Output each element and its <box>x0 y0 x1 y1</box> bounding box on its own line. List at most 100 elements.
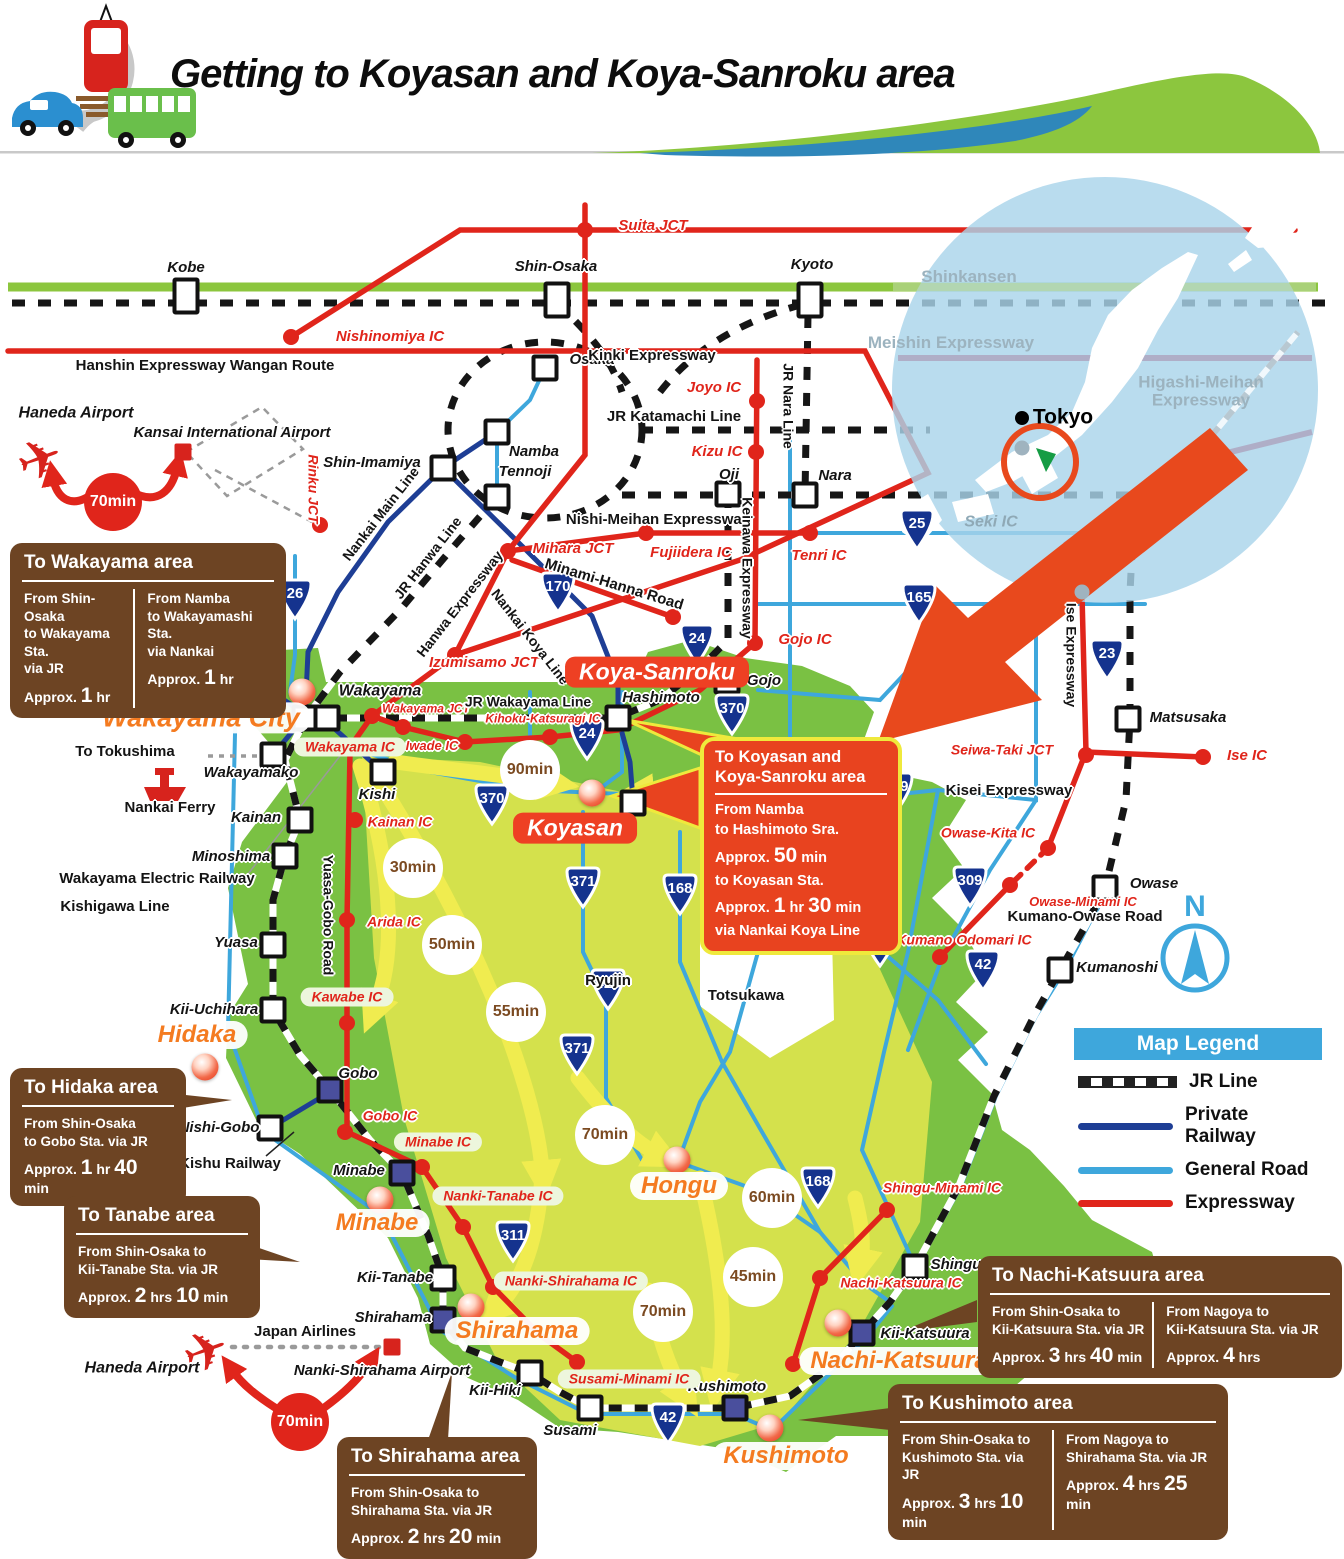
station-square-wakayamako <box>259 741 287 769</box>
interchange-dot <box>749 393 765 409</box>
destination-spot-marker <box>756 1414 784 1442</box>
station-square-shingu <box>901 1253 929 1281</box>
inset-gray-dot <box>1014 440 1030 456</box>
route-shield-icon <box>965 949 1001 993</box>
interchange-dot <box>447 647 463 663</box>
label-keinawa-expressway: Keinawa Expressway <box>739 497 756 639</box>
route-shield-370: 370 <box>712 693 752 737</box>
label-wakayama-ic: Wakayama IC <box>293 737 407 757</box>
interchange-dot <box>337 1124 353 1140</box>
route-shield-371: 371 <box>563 866 603 910</box>
time-bubble-30min: 30min <box>383 838 443 898</box>
station-label-kii-tanabe: Kii-Tanabe <box>356 1268 434 1286</box>
station-square-kishi <box>369 758 397 786</box>
interchange-dot <box>638 525 654 541</box>
label-kinki-expressway: Kinki Expressway <box>588 346 716 364</box>
route-shield-icon <box>495 1220 531 1264</box>
destination-spot-marker <box>366 1186 394 1214</box>
label-susami-minami-ic: Susami-Minami IC <box>557 1369 701 1389</box>
label-japan-airlines: Japan Airlines <box>254 1322 356 1340</box>
station-square-gobo <box>316 1076 344 1104</box>
callout-title: To Tanabe area <box>76 1204 248 1235</box>
label-nanki-shirahama-ic: Nanki-Shirahama IC <box>493 1271 649 1291</box>
interchange-label-tenri-ic: Tenri IC <box>791 546 847 564</box>
station-label-shin-imamiya: Shin-Imamiya <box>323 453 421 471</box>
interchange-label-arida-ic: Arida IC <box>367 913 421 930</box>
travel-time: Approx. 2 hrs 10 min <box>78 1284 229 1308</box>
route-shield-309: 309 <box>950 865 990 909</box>
station-label-haneda-airport: Haneda Airport <box>84 1359 200 1377</box>
label-meishin-expressway: Meishin Expressway <box>867 332 1035 352</box>
station-square-yuasa <box>259 931 287 959</box>
route-shield-24: 24 <box>567 718 607 762</box>
interchange-dot <box>364 708 380 724</box>
interchange-dot <box>283 329 299 345</box>
route-shield-23: 23 <box>1087 638 1127 682</box>
car-icon <box>12 91 83 136</box>
route-shield-icon <box>800 1166 836 1210</box>
route-shield-icon <box>590 968 626 1012</box>
label-hanshin-expressway-wangan-route: Hanshin Expressway Wangan Route <box>75 356 335 374</box>
label-nankai-main-line: Nankai Main Line <box>339 463 423 564</box>
callout-title: To Hidaka area <box>22 1076 174 1107</box>
interchange-label-nishinomiya-ic: Nishinomiya IC <box>335 327 445 345</box>
interchange-dot <box>1002 877 1018 893</box>
station-label-wakayama: Wakayama <box>338 682 422 700</box>
travel-time: Approx. 4 hrs 25 min <box>1066 1472 1188 1513</box>
interchange-dot <box>1040 840 1056 856</box>
station-square-kumanoshi <box>1046 956 1074 984</box>
station-square-susami <box>576 1394 604 1422</box>
label-yuasa-gobo-road: Yuasa-Gobo Road <box>320 854 337 976</box>
station-label-kishi: Kishi <box>358 785 396 803</box>
station-square-wakayama-east <box>313 704 341 732</box>
area-label-nachi-katsuura: Nachi-Katsuura <box>799 1347 999 1375</box>
legend-sample-private-icon <box>1078 1122 1173 1130</box>
route-shield-311: 311 <box>493 1220 533 1264</box>
station-label-kumanoshi: Kumanoshi <box>1076 958 1158 976</box>
interchange-label-shingu-minami-ic: Shingu-Minami IC <box>882 1179 1002 1196</box>
route-shield-icon <box>714 693 750 737</box>
label-nanki-tanabe-ic: Nanki-Tanabe IC <box>432 1186 564 1206</box>
interchange-dot <box>339 1015 355 1031</box>
route-shield-25: 25 <box>897 508 937 552</box>
interchange-label-joyo-ic: Joyo IC <box>686 378 742 396</box>
interchange-dot <box>932 949 948 965</box>
airplane-icon-x: ✈ <box>8 423 72 496</box>
station-square-tennoji <box>483 483 511 511</box>
interchange-dot <box>455 1219 471 1235</box>
label-nishi-meihan-expressway: Nishi-Meihan Expressway <box>565 510 751 528</box>
legend-label: JR Line <box>1189 1071 1258 1092</box>
interchange-dot <box>785 1356 801 1372</box>
station-label-tennoji: Tennoji <box>498 462 552 480</box>
travel-time: Approx. 1 hr <box>24 683 111 707</box>
station-label-minabe: Minabe <box>333 1161 385 1179</box>
travel-time: Approx. 3 hrs 40 min <box>992 1344 1143 1368</box>
koyasan-marker-icon <box>1036 448 1056 472</box>
station-square-owase <box>1091 874 1119 902</box>
station-square-kii-katsuura <box>848 1319 876 1347</box>
legend-item-expressway: Expressway <box>1074 1192 1322 1214</box>
station-label-kainan: Kainan <box>230 808 282 826</box>
callout-title: To Nachi-Katsuura area <box>990 1264 1330 1295</box>
station-square-osaka <box>531 354 559 382</box>
travel-time: Approx. 1 hr 40 min <box>24 1156 138 1197</box>
legend-item-jr-line: JR Line <box>1074 1071 1322 1093</box>
interchange-dot <box>812 1270 828 1286</box>
route-shield-icon <box>679 623 715 667</box>
destination-spot-marker <box>578 779 606 807</box>
route-shield-icon <box>899 508 935 552</box>
station-square-shin-imamiya <box>429 454 457 482</box>
legend-item-private-railway: Private Railway <box>1074 1104 1322 1148</box>
station-square-kii-tanabe <box>429 1264 457 1292</box>
label-ise-expressway: Ise Expressway <box>1063 602 1080 708</box>
route-shield-168: 168 <box>798 1166 838 1210</box>
